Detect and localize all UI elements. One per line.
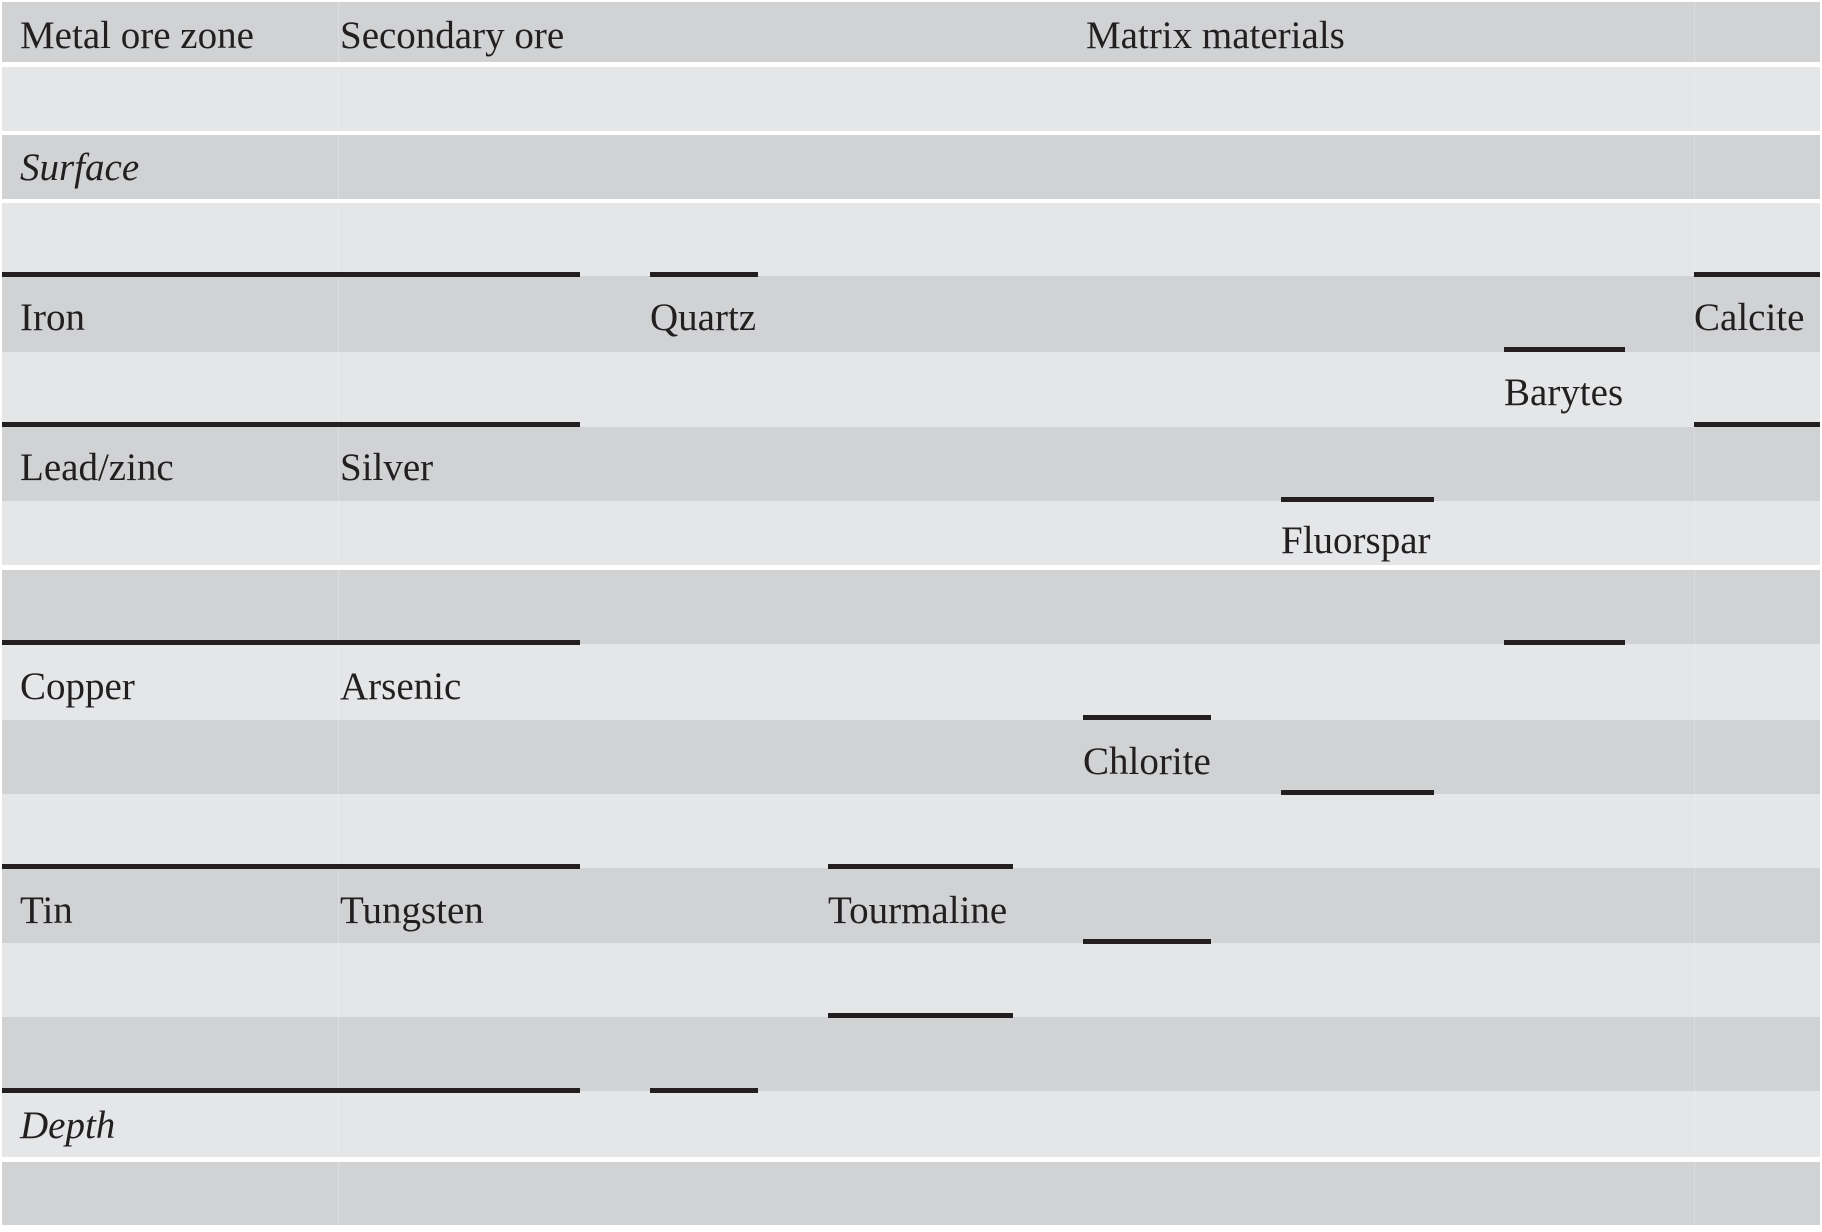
secondary-ore-tungsten: Tungsten	[340, 889, 484, 932]
axis-label-depth: Depth	[20, 1104, 116, 1147]
metal-zone-copper: Copper	[20, 665, 135, 708]
row-band	[2, 501, 1820, 565]
range-rule	[1083, 939, 1211, 944]
row-band	[2, 794, 1820, 868]
row-band	[2, 67, 1820, 131]
range-rule	[2, 864, 580, 869]
range-rule	[1504, 640, 1625, 645]
range-rule	[1083, 715, 1211, 720]
header-secondary-ore: Secondary ore	[340, 14, 565, 57]
secondary-ore-arsenic: Arsenic	[340, 665, 462, 708]
row-band	[2, 276, 1820, 352]
metal-zone-lead-zinc: Lead/zinc	[20, 446, 174, 489]
row-band	[2, 1017, 1820, 1091]
range-rule	[2, 422, 580, 427]
row-band	[2, 1162, 1820, 1225]
matrix-barytes: Barytes	[1504, 371, 1624, 414]
row-band	[2, 1091, 1820, 1157]
row-band	[2, 720, 1820, 794]
range-rule	[828, 864, 1013, 869]
column-divider	[338, 2, 339, 1225]
row-band	[2, 868, 1820, 943]
row-band	[2, 570, 1820, 644]
matrix-fluorspar: Fluorspar	[1281, 519, 1431, 562]
row-band	[2, 135, 1820, 199]
column-divider	[1694, 2, 1695, 1225]
row-band	[2, 644, 1820, 720]
matrix-tourmaline: Tourmaline	[828, 889, 1008, 932]
header-metal-ore-zone: Metal ore zone	[20, 14, 254, 57]
matrix-calcite: Calcite	[1694, 296, 1805, 339]
range-rule	[2, 640, 580, 645]
range-rule	[1694, 272, 1820, 277]
metal-zone-iron: Iron	[20, 296, 85, 339]
range-rule	[2, 1088, 580, 1093]
secondary-ore-silver: Silver	[340, 446, 434, 489]
range-rule	[1694, 422, 1820, 427]
range-rule	[1281, 497, 1434, 502]
range-rule	[650, 272, 758, 277]
metal-zone-tin: Tin	[20, 889, 73, 932]
axis-label-surface: Surface	[20, 146, 140, 189]
row-band	[2, 352, 1820, 427]
row-band	[2, 943, 1820, 1017]
row-band	[2, 427, 1820, 501]
row-band	[2, 2, 1820, 62]
row-band	[2, 203, 1820, 276]
matrix-quartz: Quartz	[650, 296, 757, 339]
range-rule	[828, 1013, 1013, 1018]
header-matrix-materials: Matrix materials	[1086, 14, 1345, 57]
matrix-chlorite: Chlorite	[1083, 740, 1211, 783]
range-rule	[1504, 347, 1625, 352]
range-rule	[2, 272, 580, 277]
range-rule	[1281, 790, 1434, 795]
range-rule	[650, 1088, 758, 1093]
